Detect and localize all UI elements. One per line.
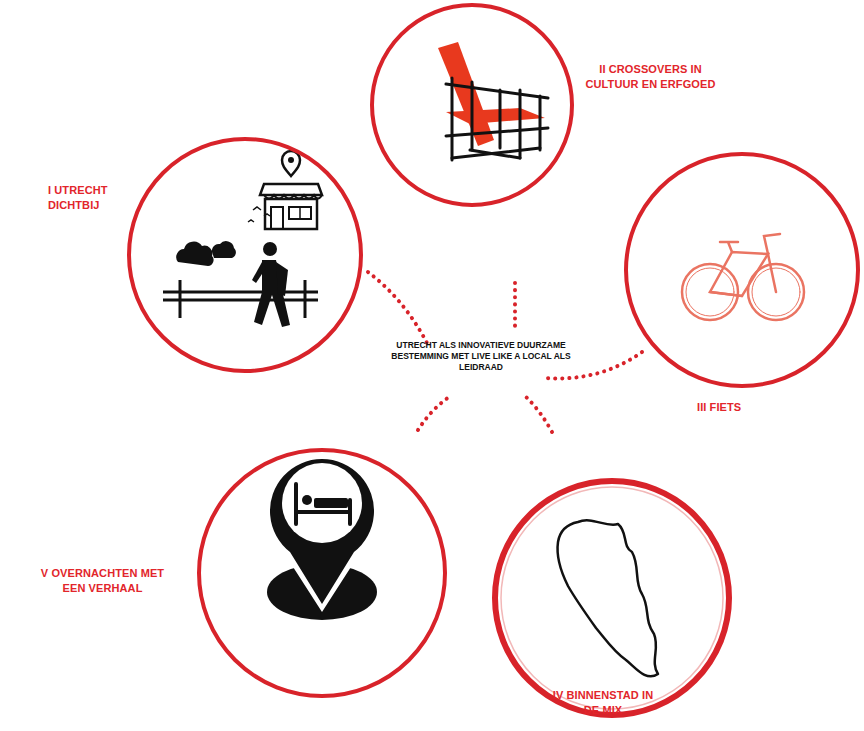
circle-ring	[495, 481, 729, 715]
city-outline	[557, 520, 658, 676]
circle-ring	[129, 139, 361, 371]
dotted-leader	[525, 396, 552, 432]
theme-circle: IV BINNENSTAD IN DE MIX	[492, 478, 732, 718]
theme-heading: I UTRECHT DICHTBIJ	[48, 183, 148, 213]
theme-circle: I UTRECHT DICHTBIJ	[127, 137, 363, 373]
dotted-leader	[513, 283, 517, 332]
bed-pin-icon	[266, 457, 378, 620]
central-statement: UTRECHT ALS INNOVATIEVE DUURZAME BESTEMM…	[372, 340, 590, 373]
dotted-leaders	[368, 272, 642, 432]
circle-inner-ring	[501, 487, 723, 709]
circle-outline	[197, 448, 447, 698]
theme-circle: III FIETS	[624, 152, 860, 388]
bicycle-icon	[682, 234, 804, 320]
theme-circle: II CROSSOVERS IN CULTUUR EN ERFGOED	[370, 3, 574, 207]
circle-ring	[372, 5, 572, 205]
circle-outline	[624, 152, 860, 388]
circle-ring	[626, 154, 858, 386]
chair-icon	[438, 42, 548, 160]
theme-circle: V OVERNACHTEN MET EEN VERHAAL	[197, 448, 447, 698]
theme-heading: II CROSSOVERS IN CULTUUR EN ERFGOED	[578, 62, 723, 92]
circle-outline	[492, 478, 732, 718]
theme-heading: IV BINNENSTAD IN DE MIX	[547, 688, 659, 718]
dotted-leader	[368, 272, 428, 345]
circle-outline	[370, 3, 574, 207]
dotted-leader	[418, 395, 452, 430]
circle-outline	[127, 137, 363, 373]
circle-ring	[199, 450, 445, 696]
theme-heading: III FIETS	[697, 400, 787, 415]
walk-icon	[163, 142, 322, 327]
theme-heading: V OVERNACHTEN MET EEN VERHAAL	[30, 566, 175, 596]
